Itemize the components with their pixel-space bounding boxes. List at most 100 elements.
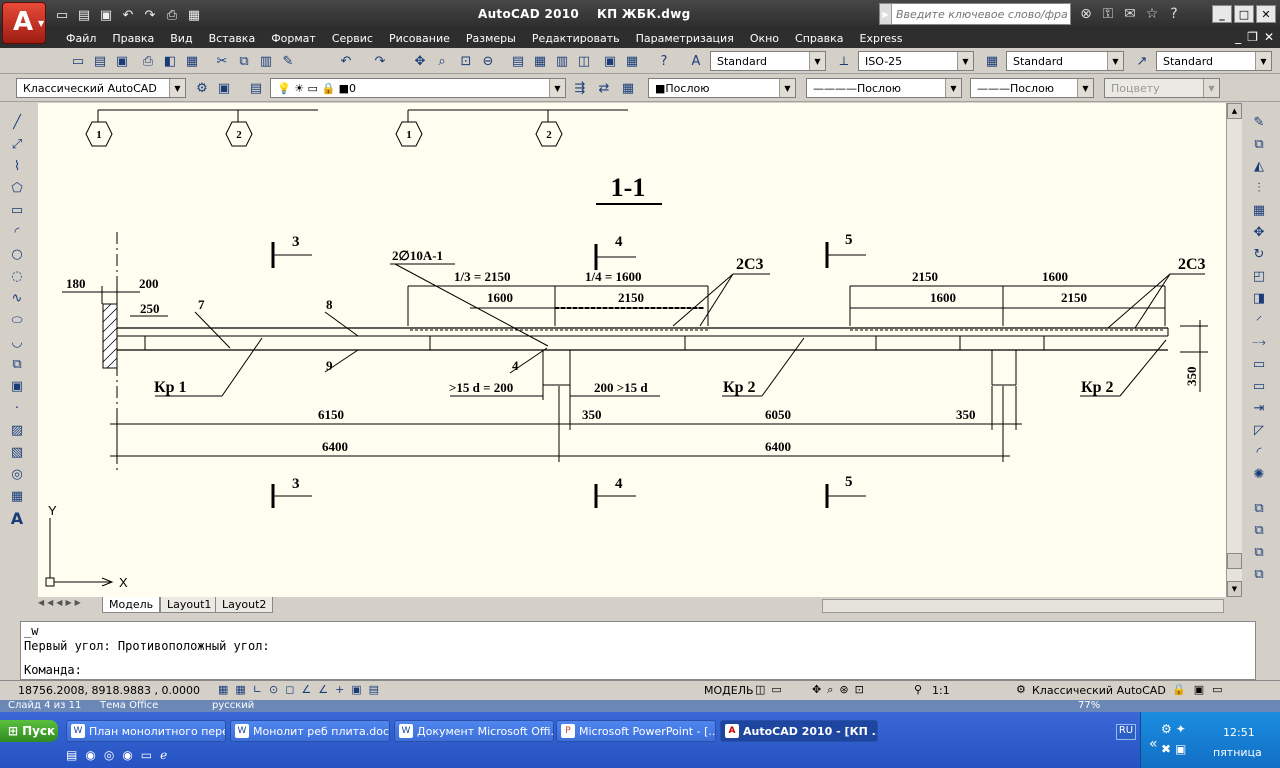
save-file-icon[interactable]: ▣: [115, 53, 129, 69]
desktop-icon[interactable]: ▭: [140, 748, 153, 762]
menu-item[interactable]: Редактировать: [531, 32, 620, 45]
print-icon[interactable]: ⎙: [142, 53, 154, 69]
hatch-icon[interactable]: ▨: [10, 422, 24, 438]
menu-item[interactable]: Сервис: [331, 32, 373, 45]
text-style-select[interactable]: Standard▼: [710, 51, 826, 71]
join-icon[interactable]: ⇥: [1253, 400, 1265, 416]
markup-icon[interactable]: ▣: [603, 53, 617, 69]
lock-icon[interactable]: 🔒▣▭: [1172, 683, 1231, 696]
tab-model[interactable]: Модель: [102, 597, 161, 613]
chevron-down-icon[interactable]: ▼: [945, 79, 961, 97]
clock-time[interactable]: 12:51: [1223, 726, 1255, 739]
navigation-icon[interactable]: ✥⌕⊛⊡: [812, 683, 870, 696]
draworder-front-icon[interactable]: ⧉: [1254, 500, 1264, 516]
zoom-previous-icon[interactable]: ⊖: [482, 53, 494, 69]
arc-icon[interactable]: ◜: [14, 224, 20, 240]
make-current-icon[interactable]: ⇶: [574, 80, 586, 96]
paste-icon[interactable]: ▥: [259, 53, 273, 69]
horizontal-scrollbar[interactable]: [822, 599, 1224, 613]
maximize-icon[interactable]: □: [1234, 5, 1254, 23]
scroll-up-icon[interactable]: ▲: [1227, 103, 1242, 119]
menu-item[interactable]: Формат: [271, 32, 316, 45]
open-icon[interactable]: ▤: [77, 7, 91, 23]
layer-previous-icon[interactable]: ⇄: [598, 80, 610, 96]
menu-item[interactable]: Размеры: [465, 32, 516, 45]
polygon-icon[interactable]: ⬠: [11, 180, 23, 196]
scroll-down-icon[interactable]: ▼: [1227, 581, 1242, 597]
draworder-back-icon[interactable]: ⧉: [1254, 522, 1264, 538]
qnew-icon[interactable]: ▭: [71, 53, 85, 69]
multileader-style-icon[interactable]: ↗: [1136, 53, 1148, 69]
undo-icon[interactable]: ↶: [122, 7, 134, 23]
table-style-icon[interactable]: ▦: [985, 53, 999, 69]
move-icon[interactable]: ✥: [1253, 224, 1265, 240]
publish-file-icon[interactable]: ▦: [185, 53, 199, 69]
tab-layout2[interactable]: Layout2: [215, 597, 274, 613]
annotation-scale-icon[interactable]: ⚲: [914, 683, 923, 696]
circle-icon[interactable]: ○: [11, 246, 23, 262]
dim-style-select[interactable]: ISO-25▼: [858, 51, 974, 71]
make-block-icon[interactable]: ▣: [10, 378, 24, 394]
multiline-text-icon[interactable]: A: [10, 508, 24, 528]
extend-icon[interactable]: ⤍: [1252, 334, 1266, 350]
start-button[interactable]: ⊞Пуск: [0, 720, 58, 742]
break-icon[interactable]: ▭: [1252, 356, 1266, 372]
scale-icon[interactable]: ◰: [1252, 268, 1266, 284]
customize-icon[interactable]: ▣: [217, 80, 231, 96]
rectangle-icon[interactable]: ▭: [10, 202, 24, 218]
redo-icon[interactable]: ↷: [144, 7, 156, 23]
communication-icon[interactable]: ✉: [1124, 6, 1136, 22]
command-line[interactable]: _w Первый угол: Противоположный угол: Ко…: [20, 621, 1256, 680]
binoculars-icon[interactable]: ⊗: [1080, 6, 1092, 22]
color-select[interactable]: ■ Послою▼: [648, 78, 796, 98]
drafting-toggles-icon[interactable]: ▦▦∟⊙◻∠∠+▣▤: [218, 683, 387, 696]
folder-icon[interactable]: ▤: [66, 748, 78, 762]
stretch-icon[interactable]: ◨: [1252, 290, 1266, 306]
publish-icon[interactable]: ▦: [187, 7, 201, 23]
calculator-icon[interactable]: ▦: [625, 53, 639, 69]
spline-icon[interactable]: ∿: [11, 290, 23, 306]
chevron-down-icon[interactable]: ▼: [779, 79, 795, 97]
explode-icon[interactable]: ✺: [1253, 466, 1265, 482]
chevron-down-icon[interactable]: ▼: [957, 52, 973, 70]
tray-icons-2[interactable]: ✖▣: [1161, 742, 1191, 756]
sheet-set-icon[interactable]: ◫: [577, 53, 591, 69]
zoom-window-icon[interactable]: ⊡: [460, 53, 472, 69]
copy-icon[interactable]: ⧉: [239, 53, 249, 69]
plot-icon[interactable]: ⎙: [166, 7, 178, 23]
search-input[interactable]: [892, 7, 1068, 21]
undo-tool-icon[interactable]: ↶: [340, 53, 352, 69]
search-dropdown-icon[interactable]: ▶: [880, 4, 892, 24]
offset-icon[interactable]: ⫶: [1257, 180, 1261, 196]
chevron-down-icon[interactable]: ▼: [809, 52, 825, 70]
chevron-down-icon[interactable]: ▼: [1077, 79, 1093, 97]
player-icon[interactable]: ◉: [122, 748, 133, 762]
ellipse-icon[interactable]: ⬭: [11, 312, 23, 328]
linetype-select[interactable]: ———— Послою▼: [806, 78, 962, 98]
cut-icon[interactable]: ✂: [216, 53, 228, 69]
chevron-down-icon[interactable]: ▼: [1255, 52, 1271, 70]
doc-restore-icon[interactable]: ❐: [1247, 30, 1258, 44]
opera-icon[interactable]: ◉: [85, 748, 96, 762]
copy-object-icon[interactable]: ⧉: [1254, 136, 1264, 152]
match-properties-icon[interactable]: ✎: [282, 53, 294, 69]
browser-icon[interactable]: ℯ: [160, 748, 168, 762]
gradient-icon[interactable]: ▧: [10, 444, 24, 460]
rotate-icon[interactable]: ↻: [1253, 246, 1265, 262]
menu-item[interactable]: Вставка: [208, 32, 256, 45]
media-icon[interactable]: ◎: [103, 748, 115, 762]
lineweight-select[interactable]: ——— Послою▼: [970, 78, 1094, 98]
tab-nav-icon[interactable]: ◀◀◀▶▶: [38, 598, 84, 607]
layer-select[interactable]: 💡 ☀ ▭ 🔒 ■ 0▼: [270, 78, 566, 98]
drawing-canvas[interactable]: 1 2 1 2 1-1 3 4 5 3 4 5 180 200 250 1/3 …: [38, 103, 1228, 597]
line-icon[interactable]: ╱: [13, 114, 21, 130]
menu-item[interactable]: Справка: [795, 32, 844, 45]
open-file-icon[interactable]: ▤: [93, 53, 107, 69]
save-icon[interactable]: ▣: [99, 7, 113, 23]
preview-icon[interactable]: ◧: [163, 53, 177, 69]
chamfer-icon[interactable]: ◸: [1254, 422, 1264, 438]
